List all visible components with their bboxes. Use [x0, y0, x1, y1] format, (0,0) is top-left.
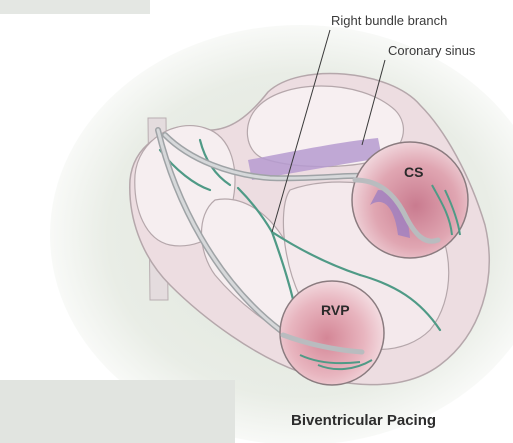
cs-leader-line — [361, 59, 386, 146]
rbb-leader-line — [271, 29, 331, 233]
rvp-inset-label: RVP — [321, 302, 350, 318]
rvp-inset-circle — [279, 280, 385, 386]
cs-inset-lead — [352, 177, 441, 244]
rvp-inset-fibers — [299, 354, 373, 371]
cs-inset-circle — [351, 141, 469, 259]
blur-band-bottom — [0, 380, 235, 443]
figure-caption: Biventricular Pacing — [291, 412, 437, 429]
right-bundle-branch-label: Right bundle branch — [331, 13, 448, 28]
lateral-fiber — [358, 273, 442, 332]
rvp-inset-lead — [280, 332, 365, 355]
coronary-sinus-label: Coronary sinus — [388, 43, 476, 58]
cs-inset — [351, 141, 469, 259]
rvp-inset — [279, 280, 385, 386]
cs-inset-fibers — [431, 184, 461, 236]
cs-inset-label: CS — [404, 164, 424, 180]
his-bundle-fiber — [236, 186, 274, 234]
cs-inset-vessel — [370, 190, 410, 238]
blur-band-top — [0, 0, 150, 14]
coronary-sinus-vessel — [248, 138, 382, 180]
septal-fiber — [270, 230, 362, 277]
